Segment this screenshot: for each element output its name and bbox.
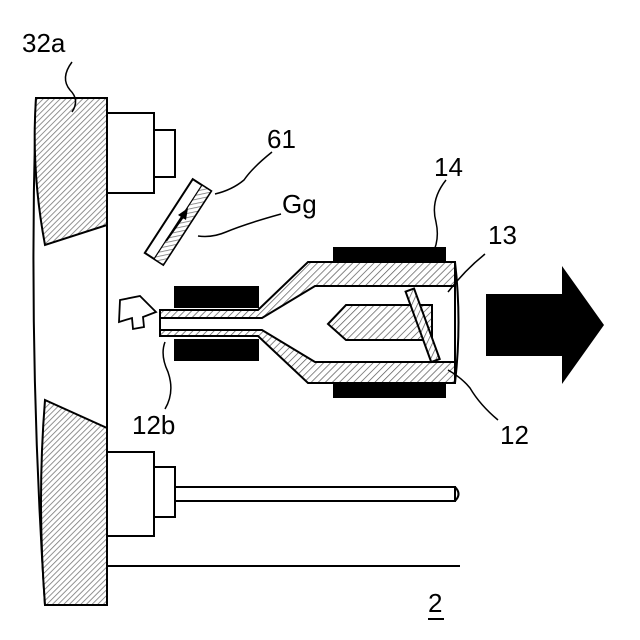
nozzle-body-12 <box>160 262 459 383</box>
wall-hatched-bottom <box>41 400 107 605</box>
wall-32a <box>33 98 107 605</box>
label-14: 14 <box>434 152 463 182</box>
label-gg: Gg <box>282 189 317 219</box>
flow-direction-arrow <box>486 266 604 384</box>
wall-hatched-top <box>35 98 107 245</box>
label-12: 12 <box>500 420 529 450</box>
label-2: 2 <box>428 588 442 618</box>
label-13: 13 <box>488 220 517 250</box>
label-12b: 12b <box>132 410 175 440</box>
label-61: 61 <box>267 124 296 154</box>
label-32a: 32a <box>22 28 66 58</box>
lower-bracket <box>107 452 460 566</box>
hollow-arrow <box>119 296 156 329</box>
upper-bracket <box>107 113 175 193</box>
